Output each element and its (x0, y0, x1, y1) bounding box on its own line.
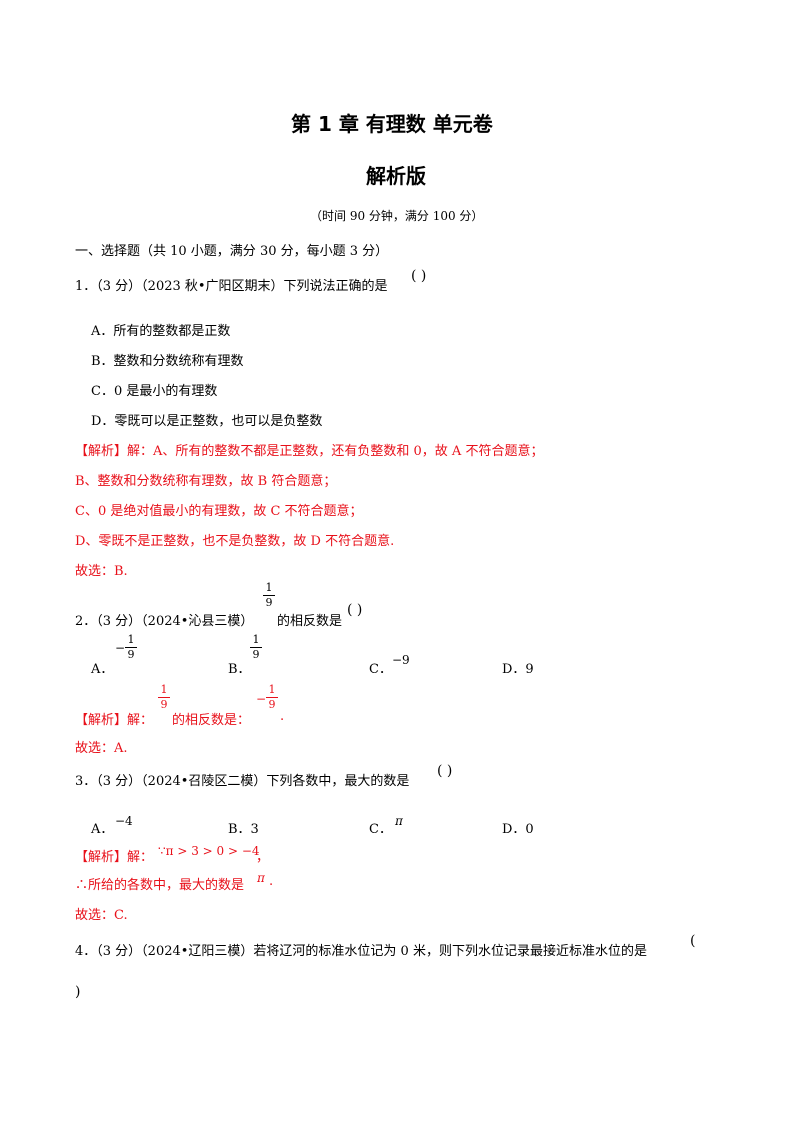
q2-option-d: D．9 (502, 662, 534, 677)
q1-analysis-line-1: 【解析】解：A、所有的整数不都是正整数，还有负整数和 0，故 A 不符合题意； (75, 444, 544, 459)
q1-analysis-line-4: D、零既不是正整数，也不是负整数，故 D 不符合题意. (75, 534, 395, 549)
q3-option-c-value: π (395, 814, 403, 828)
q2-option-c-label: C． (369, 662, 392, 677)
q2-stem-suffix: 的相反数是 (277, 614, 343, 629)
q1-option-b: B．整数和分数统称有理数 (91, 354, 244, 369)
q1-option-d: D．零既可以是正整数，也可以是负整数 (91, 414, 323, 429)
q3-stem: 3．（3 分）（2024•召陵区二模）下列各数中，最大的数是 (75, 774, 410, 789)
q1-answer-paren: ( ) (411, 268, 427, 284)
q1-option-a: A．所有的整数都是正数 (91, 324, 231, 339)
q2-option-a-label: A． (91, 662, 114, 677)
q1-answer-choice: 故选：B. (75, 564, 128, 579)
q3-analysis-inequality: ∵π > 3 > 0 > −4 (158, 844, 260, 858)
section-heading: 一、选择题（共 10 小题，满分 30 分，每小题 3 分） (75, 244, 389, 259)
q1-option-c: C．0 是最小的有理数 (91, 384, 218, 399)
q1-stem: 1．（3 分）（2023 秋•广阳区期末）下列说法正确的是 (75, 279, 388, 294)
q2-analysis-end: . (280, 709, 285, 724)
q4-paren-open: ( (690, 933, 696, 949)
q4-paren-close: ) (75, 984, 81, 1000)
q3-option-d: D．0 (502, 822, 534, 837)
q3-option-c-label: C． (369, 822, 392, 837)
q2-option-a-minus: − (115, 641, 126, 655)
q3-answer-choice: 故选：C. (75, 908, 128, 923)
page-title: 第 1 章 有理数 单元卷 (291, 112, 493, 136)
q3-answer-paren: ( ) (437, 763, 453, 779)
q3-analysis-prefix: 【解析】解： (75, 850, 154, 865)
q3-analysis-comma: ， (256, 850, 270, 865)
q2-analysis-minus: − (256, 692, 267, 706)
q1-analysis-line-3: C、0 是绝对值最小的有理数，故 C 不符合题意； (75, 504, 363, 519)
page-subtitle: 解析版 (366, 164, 426, 188)
q2-option-c-value: −9 (392, 653, 410, 667)
time-info: （时间 90 分钟，满分 100 分） (310, 209, 484, 223)
q4-stem: 4．（3 分）（2024•辽阳三模）若将辽河的标准水位记为 0 米，则下列水位记… (75, 944, 647, 959)
q2-analysis-prefix: 【解析】解： (75, 713, 154, 728)
q3-analysis-pi: π (257, 871, 265, 885)
q2-stem-prefix: 2．（3 分）（2024•沁县三模） (75, 614, 254, 629)
q2-answer-paren: ( ) (347, 602, 363, 618)
q3-option-a-value: −4 (115, 814, 133, 828)
q2-option-b-label: B． (228, 662, 251, 677)
q3-analysis-conclusion: ∴所给的各数中，最大的数是 (75, 878, 245, 893)
q3-option-a-label: A． (91, 822, 114, 837)
q1-analysis-line-2: B、整数和分数统称有理数，故 B 符合题意； (75, 474, 337, 489)
q2-analysis-middle: 的相反数是： (172, 713, 251, 728)
q2-answer-choice: 故选：A. (75, 741, 128, 756)
q3-analysis-end: . (269, 874, 274, 889)
q3-option-b: B．3 (228, 822, 259, 837)
